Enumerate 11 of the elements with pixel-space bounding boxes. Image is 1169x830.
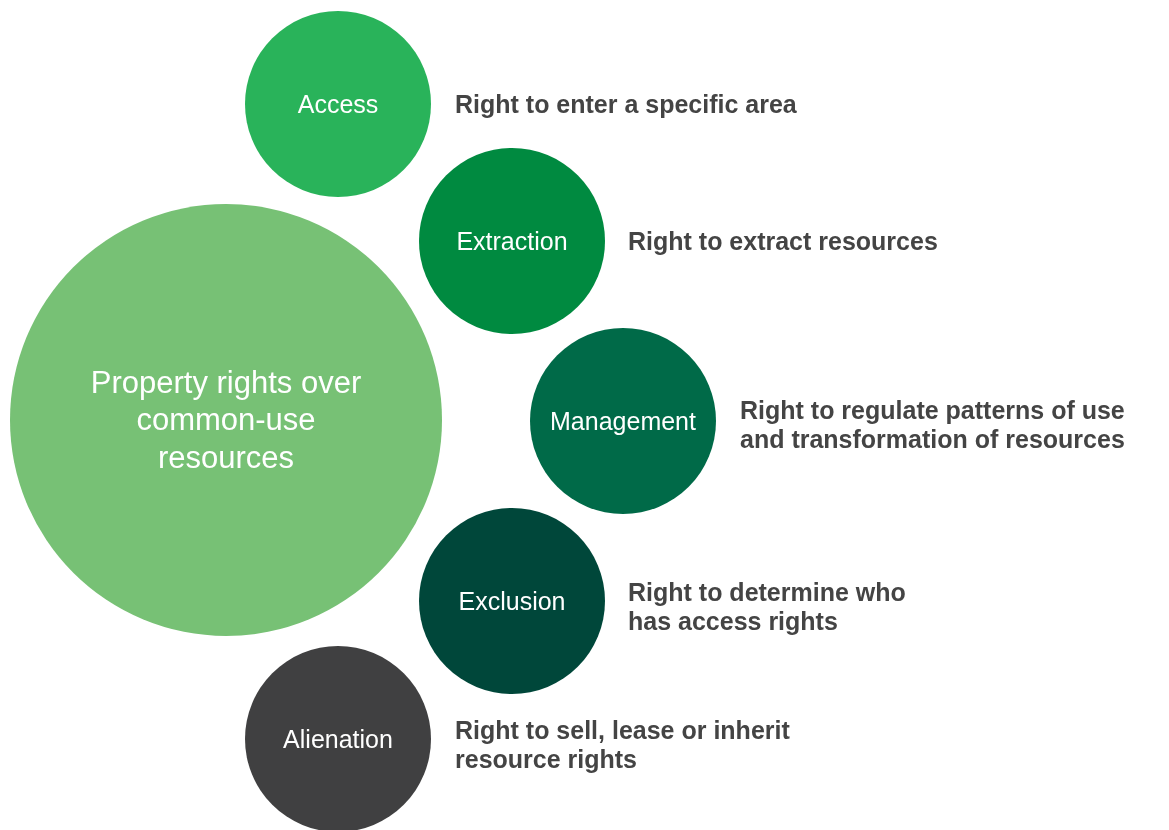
circle-label: Alienation [283, 724, 393, 754]
description-text: Right to enter a specific area [455, 89, 797, 119]
description-text: Right to determine who has access rights [628, 578, 907, 636]
circle-label: Access [297, 89, 379, 119]
circle-label: Exclusion [458, 586, 566, 616]
circle-label: Management [550, 406, 696, 436]
description-text: Right to regulate patterns of use and transformation of resources [740, 396, 1126, 454]
description-text: Right to sell, lease or inherit resource rights [455, 716, 791, 774]
circle-label: Extraction [456, 226, 568, 256]
description-text: Right to extract resources [628, 226, 938, 256]
circle-label: Property rights over common-use resources [89, 364, 363, 476]
